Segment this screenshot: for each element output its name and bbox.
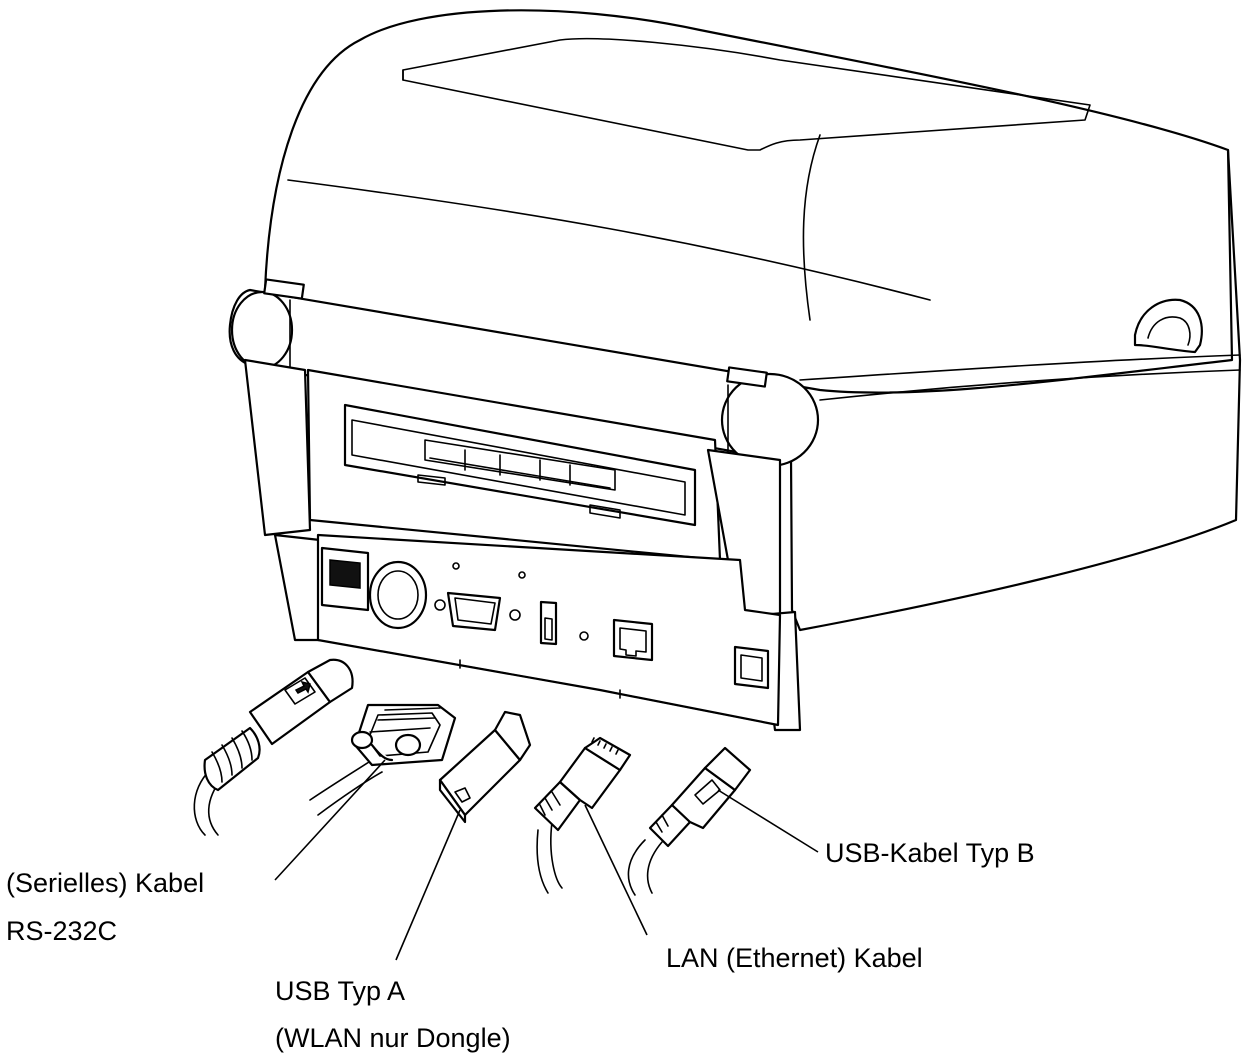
usb-b-plug-icon (627, 746, 752, 896)
leader-usb-a (395, 809, 461, 961)
callout-lan: LAN (Ethernet) Kabel (666, 943, 923, 973)
callout-serial-line1: (Serielles) Kabel (6, 868, 204, 898)
power-plug-icon (193, 658, 354, 836)
usb-b-port-icon (733, 645, 770, 690)
cover-latch-icon (1133, 298, 1203, 354)
printer-illustration (228, 9, 1242, 732)
printer-top-window (402, 37, 1091, 151)
callout-usb-a-line2: (WLAN nur Dongle) (275, 1023, 511, 1053)
leader-serial (274, 759, 386, 881)
leader-lan (584, 804, 648, 936)
callout-usb-b: USB-Kabel Typ B (825, 838, 1035, 868)
serial-connector-icon (309, 703, 457, 816)
printer-top-cover (263, 9, 1234, 394)
usb-a-port-icon (539, 600, 558, 646)
usb-dongle-icon (438, 710, 532, 824)
rj45-plug-icon (533, 736, 632, 894)
printer-left-leg (243, 358, 312, 537)
callout-usb-a-line1: USB Typ A (275, 976, 405, 1006)
callout-serial-line2: RS-232C (6, 916, 117, 946)
leader-usb-b (717, 789, 819, 853)
